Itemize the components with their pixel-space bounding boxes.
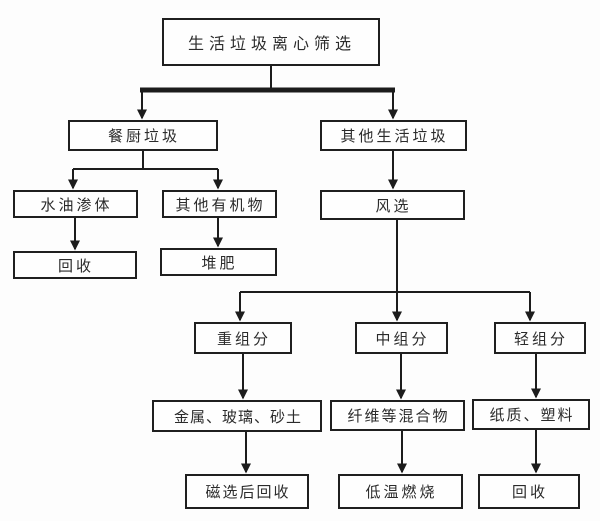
node-organic-label: 其他有机物 (175, 196, 266, 214)
node-metal-label: 金属、玻璃、砂土 (173, 408, 302, 426)
node-compost-label: 堆肥 (201, 254, 238, 272)
node-lowtemp-label: 低温燃烧 (365, 484, 438, 501)
node-kitchen: 餐厨垃圾 (68, 120, 218, 151)
node-recycle2-label: 回收 (511, 484, 548, 501)
node-airsort: 风选 (320, 190, 465, 220)
node-fiber: 纤维等混合物 (330, 400, 465, 431)
node-heavy: 重组分 (194, 322, 292, 354)
node-compost: 堆肥 (160, 248, 277, 276)
node-recycle1-label: 回收 (57, 257, 94, 275)
node-paper-label: 纸质、塑料 (489, 407, 575, 424)
node-other: 其他生活垃圾 (320, 120, 467, 151)
node-light: 轻组分 (494, 322, 586, 354)
node-paper: 纸质、塑料 (472, 399, 590, 430)
node-organic: 其他有机物 (162, 190, 277, 218)
node-recycle1: 回收 (13, 251, 137, 279)
node-other-label: 其他生活垃圾 (340, 128, 449, 145)
node-kitchen-label: 餐厨垃圾 (107, 128, 180, 145)
node-wateroil-label: 水油渗体 (40, 196, 113, 214)
node-mid: 中组分 (355, 322, 448, 354)
node-mid-label: 中组分 (375, 330, 430, 348)
node-magnetic-label: 磁选后回收 (205, 484, 291, 501)
node-heavy-label: 重组分 (216, 330, 271, 348)
node-airsort-label: 风选 (375, 197, 412, 215)
node-recycle2: 回收 (478, 474, 580, 509)
node-lowtemp: 低温燃烧 (338, 474, 463, 509)
node-magnetic: 磁选后回收 (185, 474, 309, 509)
node-light-label: 轻组分 (513, 330, 568, 348)
node-metal: 金属、玻璃、砂土 (152, 400, 322, 432)
node-root: 生活垃圾离心筛选 (162, 18, 380, 66)
node-root-label: 生活垃圾离心筛选 (187, 36, 356, 53)
node-fiber-label: 纤维等混合物 (347, 408, 450, 425)
node-wateroil: 水油渗体 (13, 190, 138, 218)
